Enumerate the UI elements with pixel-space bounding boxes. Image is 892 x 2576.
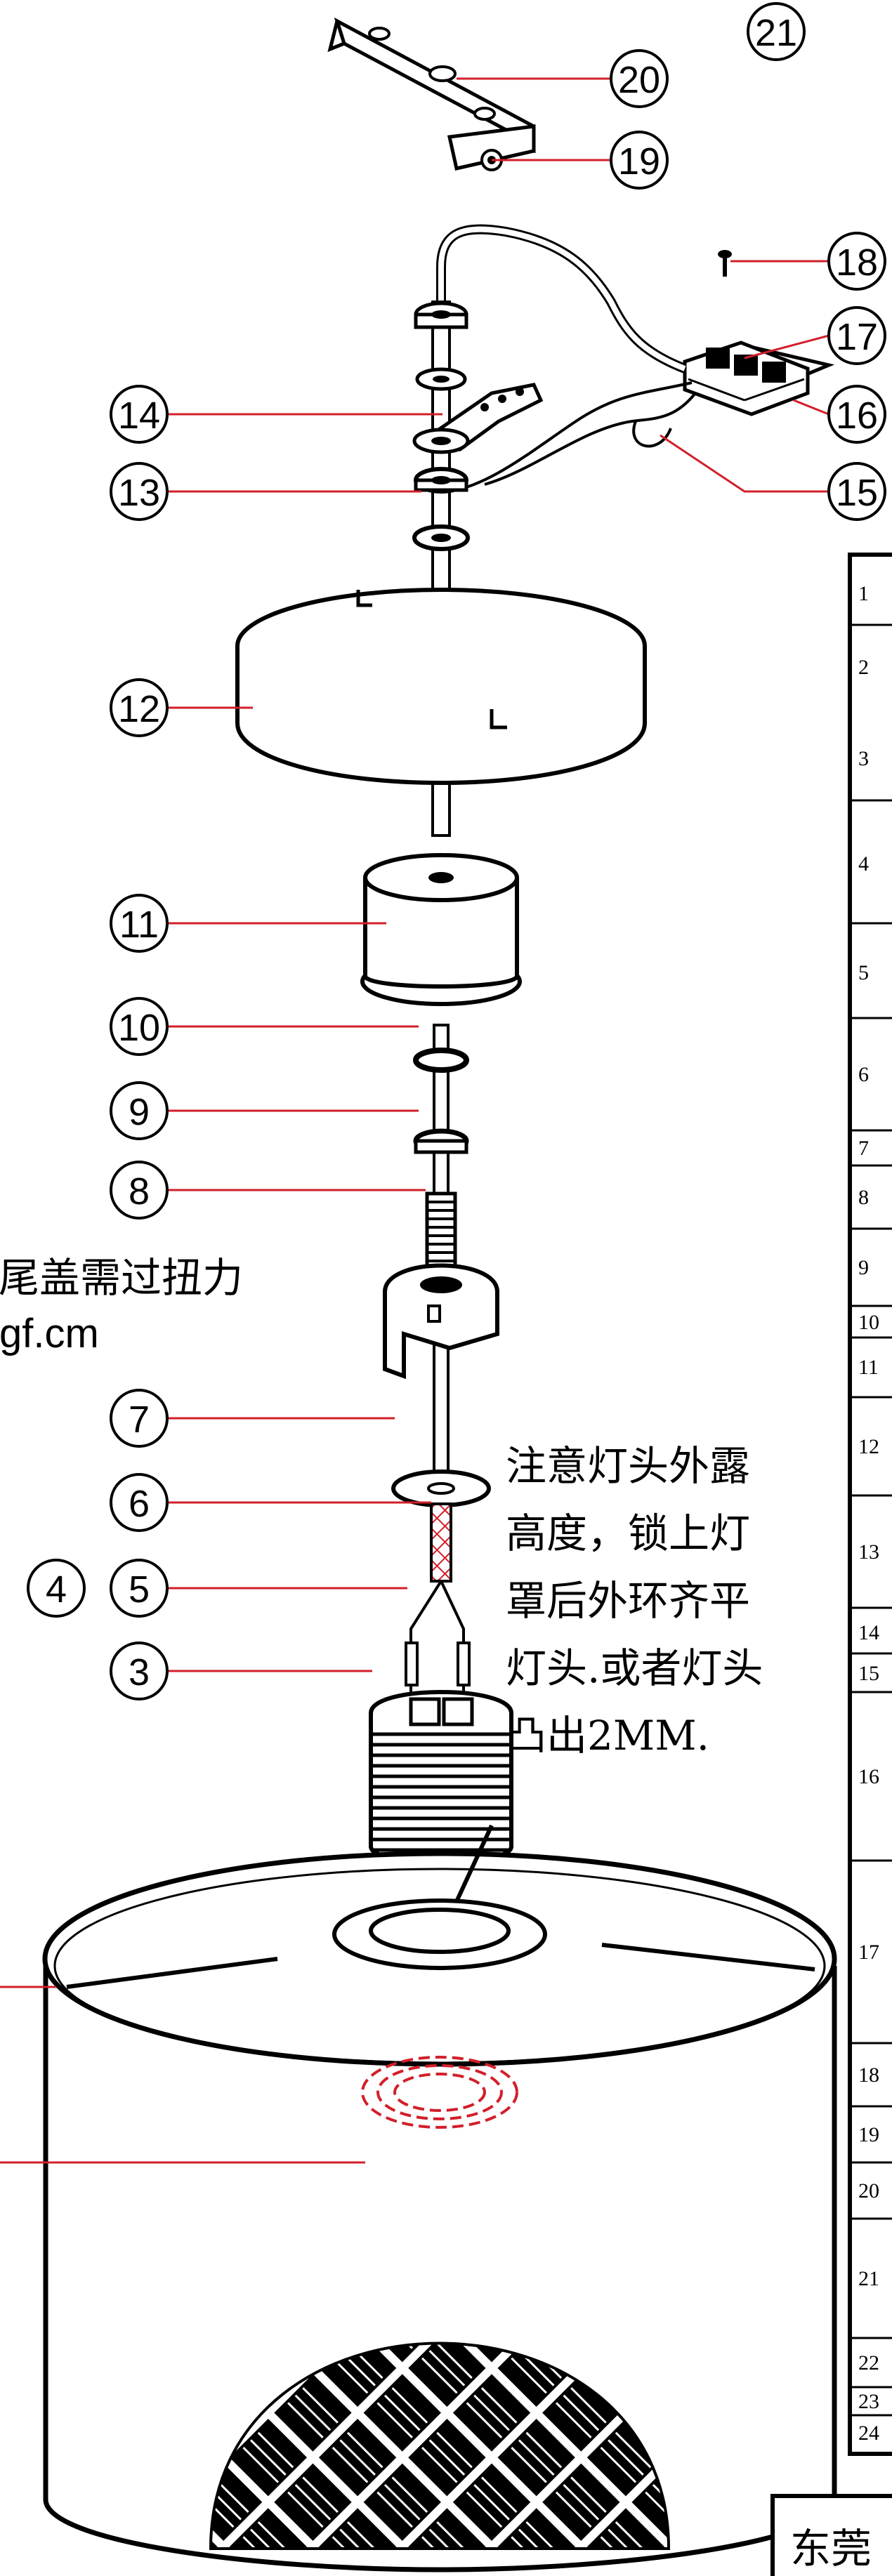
- note-right-line-3: 罩后外环齐平: [506, 1577, 751, 1625]
- note-left-line-1: 头尾盖需过扭力: [0, 1254, 244, 1302]
- row-12: 12: [858, 1435, 879, 1458]
- row-15: 15: [858, 1662, 879, 1685]
- row-19: 19: [858, 2123, 879, 2146]
- assembly-note-left: 头尾盖需过扭力 zgf.cm: [0, 1250, 243, 1362]
- callout-7: 7: [129, 1399, 150, 1441]
- row-14: 14: [858, 1621, 879, 1644]
- callout-13: 13: [118, 472, 160, 514]
- row-24: 24: [858, 2422, 879, 2445]
- title-box-text: 东莞: [790, 2525, 872, 2572]
- callout-5: 5: [129, 1568, 150, 1611]
- washer-stack: [415, 367, 467, 391]
- callout-15: 15: [836, 472, 878, 514]
- note-right-line-2: 高度，锁上灯: [506, 1510, 751, 1557]
- row-22: 22: [858, 2351, 879, 2374]
- row-4: 4: [858, 852, 869, 876]
- row-2: 2: [858, 656, 869, 679]
- row-16: 16: [858, 1765, 879, 1788]
- callout-labels: 20 19 18 17 16 15 14 13 12 11 10 9 8 7 6…: [46, 12, 878, 1693]
- callout-17: 17: [836, 316, 878, 358]
- row-5: 5: [858, 961, 869, 984]
- row-1: 1: [858, 582, 869, 605]
- callout-3: 3: [129, 1651, 150, 1693]
- row-21: 21: [858, 2267, 879, 2290]
- parts-table: [848, 553, 892, 2456]
- ceiling-canopy: [235, 588, 647, 786]
- lamp-socket: [369, 1690, 513, 1865]
- callout-12: 12: [118, 688, 160, 730]
- threaded-nipple: [425, 1191, 457, 1273]
- callout-11: 11: [119, 904, 159, 946]
- callout-18: 18: [836, 242, 878, 284]
- socket-cover: [360, 853, 522, 1006]
- top-nut: [414, 301, 468, 329]
- row-17: 17: [858, 1941, 879, 1964]
- row-3: 3: [858, 747, 869, 770]
- callout-10: 10: [118, 1007, 160, 1049]
- assembly-note-right: 注意灯头外露 高度，锁上灯 罩后外环齐平 灯头.或者灯头 凸出2MM.: [506, 1432, 763, 1769]
- callout-6: 6: [129, 1483, 150, 1525]
- parts-table-row-numbers: 1 2 3 4 5 6 7 8 9 10 11 12 13 14 15 16 1…: [858, 582, 879, 2445]
- row-13: 13: [858, 1540, 879, 1564]
- socket-nut: [413, 1128, 469, 1154]
- socket-wires: [405, 1580, 471, 1699]
- callout-20: 20: [618, 59, 660, 101]
- callout-14: 14: [118, 395, 160, 437]
- note-right-line-1: 注意灯头外露: [506, 1442, 751, 1490]
- callout-8: 8: [129, 1170, 150, 1213]
- ground-tab: [412, 383, 544, 454]
- row-6: 6: [858, 1063, 869, 1086]
- socket-washer: [413, 1048, 469, 1073]
- socket-cap: [383, 1263, 499, 1380]
- row-9: 9: [858, 1256, 869, 1279]
- lamp-shade: [42, 1824, 837, 2572]
- power-cord: [436, 224, 697, 493]
- braided-sleeve: [430, 1502, 452, 1583]
- callout-16: 16: [836, 395, 878, 437]
- row-7: 7: [858, 1137, 869, 1160]
- mounting-bracket: [327, 17, 536, 171]
- note-right-line-5: 凸出2MM.: [506, 1712, 710, 1759]
- callout-19: 19: [618, 140, 660, 183]
- row-20: 20: [858, 2179, 879, 2202]
- ground-nut: [414, 467, 468, 494]
- callout-9: 9: [129, 1091, 150, 1133]
- insulating-washer: [391, 1469, 491, 1507]
- row-8: 8: [858, 1186, 869, 1209]
- row-23: 23: [858, 2390, 879, 2413]
- callout-markers: [27, 2, 886, 1700]
- note-left-line-2: zgf.cm: [0, 1311, 99, 1356]
- lower-washer: [412, 524, 470, 551]
- callout-4: 4: [46, 1568, 67, 1611]
- note-right-line-4: 灯头.或者灯头: [506, 1644, 763, 1692]
- title-box: 东莞: [770, 2494, 892, 2576]
- leader-lines: [0, 77, 829, 2164]
- row-11: 11: [858, 1356, 879, 1379]
- callout-21: 21: [755, 12, 797, 54]
- terminal-block: [683, 341, 835, 416]
- row-10: 10: [858, 1311, 879, 1334]
- terminal-screw: [718, 250, 732, 277]
- row-18: 18: [858, 2063, 879, 2087]
